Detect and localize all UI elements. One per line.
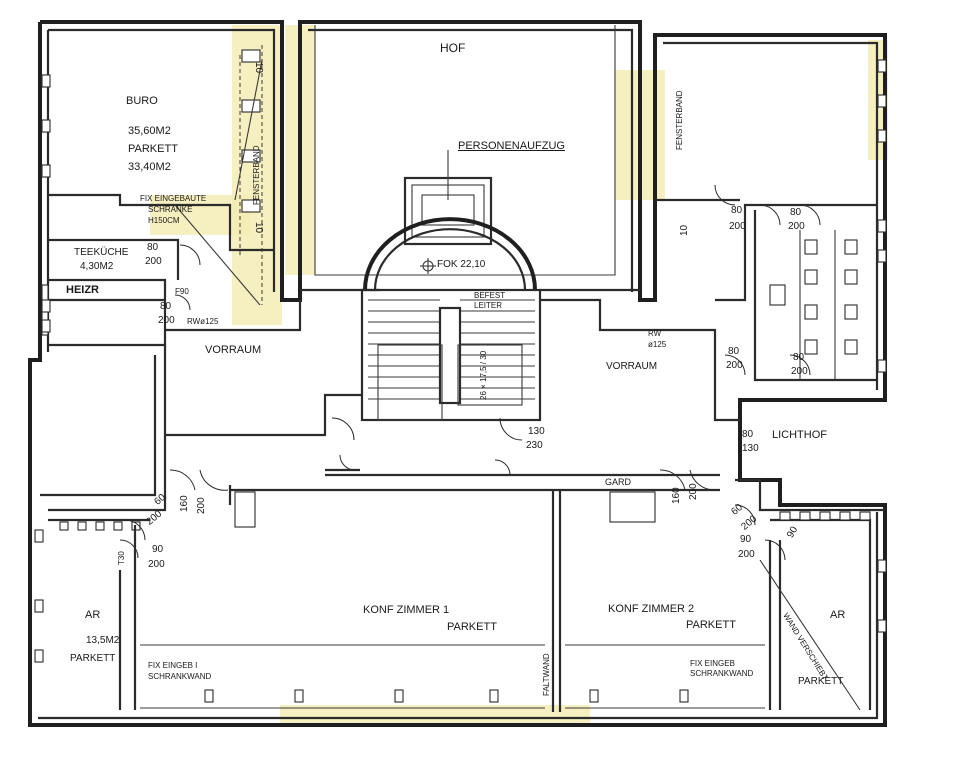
- elevator-personenaufzug: [403, 150, 493, 246]
- door-dim-w: 90: [152, 544, 164, 555]
- door-dim-h: 200: [688, 483, 699, 500]
- door-dim-h: 200: [788, 221, 805, 232]
- label-leiter: LEITER: [474, 301, 503, 310]
- label-konf2: KONF ZIMMER 2: [608, 603, 695, 615]
- door-dim-w: 10: [679, 224, 690, 236]
- door-dim-w: 10: [253, 222, 264, 234]
- label-faltwand: FALTWAND: [542, 653, 551, 696]
- label-schranke: SCHRANKE: [148, 205, 193, 214]
- label-vorraum-right: VORRAUM: [606, 361, 658, 372]
- label-fix-eingebaute: FIX EINGEBAUTE: [140, 194, 207, 203]
- door-dim-w: 160: [179, 495, 190, 512]
- door-dim-h: 200: [726, 360, 743, 371]
- door-dim-h: 200: [144, 508, 165, 528]
- central-corridor: [165, 198, 877, 528]
- door-swings: [119, 184, 821, 561]
- label-buro-floor: PARKETT: [128, 143, 178, 155]
- door-dim-w: 80: [742, 429, 754, 440]
- staircase: [360, 217, 542, 422]
- label-rw-left: RWø125: [187, 317, 219, 326]
- door-dim-h: 200: [158, 315, 175, 326]
- door-dim-w: 130: [528, 426, 545, 437]
- label-teekuche-area: 4,30M2: [80, 261, 114, 272]
- label-schrankwand-left: SCHRANKWAND: [148, 672, 212, 681]
- label-teekuche: TEEKÜCHE: [74, 247, 129, 258]
- label-konf1: KONF ZIMMER 1: [363, 604, 450, 616]
- conference-area: [48, 490, 861, 712]
- label-fok: FOK 22,10: [437, 259, 486, 270]
- label-buro: BURO: [126, 95, 158, 107]
- label-lichthof: LICHTHOF: [772, 429, 827, 441]
- label-personenaufzug: PERSONENAUFZUG: [458, 140, 565, 152]
- label-fensterband-right: FENSTERBAND: [675, 90, 684, 150]
- label-fensterband-left: FENSTERBAND: [252, 145, 261, 205]
- door-dim-w: 60: [152, 492, 168, 508]
- label-gard: GARD: [605, 477, 632, 487]
- label-befest: BEFEST: [474, 291, 506, 300]
- label-hof: HOF: [440, 41, 466, 55]
- door-dim-w: 10: [253, 62, 264, 74]
- label-ar-left-floor: PARKETT: [70, 653, 116, 664]
- room-buro: [48, 45, 274, 306]
- label-schrankwand-right: SCHRANKWAND: [690, 669, 754, 678]
- label-heizr: HEIZR: [66, 284, 99, 296]
- label-stair-count: 26 × 17,5 / 30: [479, 350, 488, 400]
- label-rw-right-d: ø125: [648, 340, 667, 349]
- label-ar-right-floor: PARKETT: [798, 676, 844, 687]
- door-dim-w: 90: [740, 534, 752, 545]
- exterior-left-pillars: [34, 74, 51, 663]
- toilets: [753, 210, 877, 382]
- door-dim-h: 200: [791, 366, 808, 377]
- door-dim-w: 60: [729, 502, 745, 518]
- label-buro-area: 35,60M2: [128, 125, 171, 137]
- label-ar-left-area: 13,5M2: [86, 635, 120, 646]
- door-dim-h: 200: [148, 559, 165, 570]
- label-t30: T30: [117, 551, 126, 565]
- door-dim-h: 200: [729, 221, 746, 232]
- label-wand-verschiebt: WAND VERSCHIEBT: [781, 611, 830, 682]
- label-ar-right: AR: [830, 609, 846, 621]
- label-schranke-h: H150CM: [148, 216, 180, 225]
- door-dim-w: 90: [785, 524, 801, 540]
- label-konf2-floor: PARKETT: [686, 619, 736, 631]
- label-vorraum-left: VORRAUM: [205, 344, 262, 356]
- label-ar-left: AR: [85, 609, 101, 621]
- label-fix-eingeb-left: FIX EINGEB I: [148, 661, 198, 670]
- door-dim-h: 130: [742, 443, 759, 454]
- door-dim-w: 80: [160, 301, 172, 312]
- exterior-right-pillars: [877, 59, 887, 633]
- door-dim-w: 80: [731, 205, 743, 216]
- label-rw-right: RW: [648, 329, 662, 338]
- door-dim-w: 80: [793, 352, 805, 363]
- lichthof: [735, 478, 885, 710]
- door-dim-h: 200: [739, 513, 760, 533]
- label-fix-eingeb-right: FIX EINGEB: [690, 659, 735, 668]
- door-dim-h: 200: [196, 497, 207, 514]
- label-f90: F90: [175, 287, 189, 296]
- door-dim-w: 80: [790, 207, 802, 218]
- label-konf1-floor: PARKETT: [447, 621, 497, 633]
- door-dim-w: 80: [728, 346, 740, 357]
- label-buro-floor-area: 33,40M2: [128, 161, 171, 173]
- door-dim-w: 80: [147, 242, 159, 253]
- door-dim-h: 200: [145, 256, 162, 267]
- door-dim-w: 160: [671, 487, 682, 504]
- door-dim-h: 200: [738, 549, 755, 560]
- door-dim-h: 230: [526, 440, 543, 451]
- room-teekuche-heizr: [40, 238, 180, 500]
